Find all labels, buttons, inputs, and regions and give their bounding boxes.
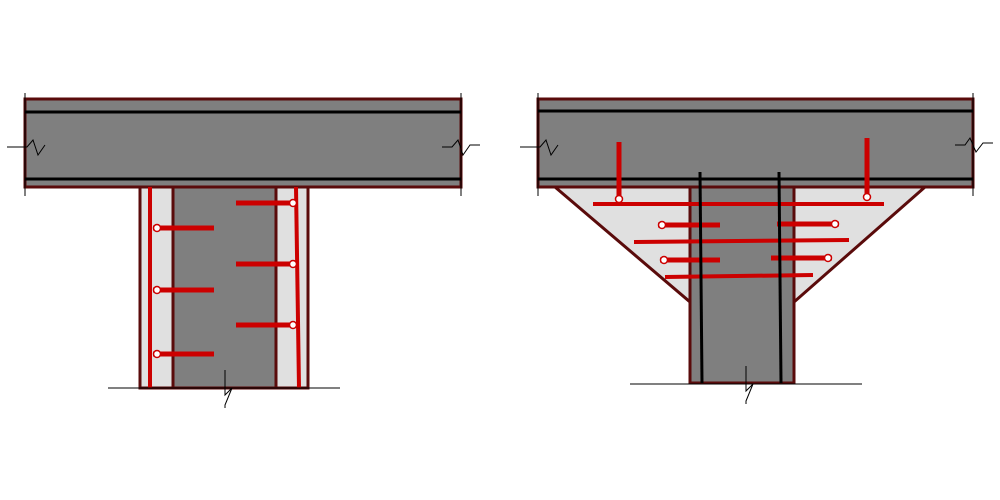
right-beam-break-symbol-right (955, 136, 993, 153)
right-joint-haunch (520, 93, 993, 404)
haunch-bar-3 (664, 273, 814, 279)
left-beam-break-symbol-left (7, 139, 46, 157)
right-beam-break-symbol-left (520, 139, 559, 157)
anchor-head (862, 192, 872, 202)
left-anchors-right-side (236, 198, 298, 330)
anchor-head (152, 349, 162, 359)
anchor-head (659, 255, 669, 265)
left-joint-jacketed-column (7, 93, 480, 408)
anchor-head (152, 223, 162, 233)
anchor-head (614, 194, 624, 204)
anchor-head (657, 220, 667, 230)
anchor-head (288, 320, 298, 330)
column-longitudinal-bar-left (698, 171, 704, 384)
left-jacket-bar-right (294, 186, 301, 389)
anchor-head (288, 198, 298, 208)
anchor-head (288, 259, 298, 269)
haunch-bar-2 (633, 238, 850, 244)
right-column-break-symbol (745, 366, 754, 404)
right-column-core (688, 185, 796, 385)
left-beam-break-symbol-right (442, 139, 480, 157)
anchor-head (152, 285, 162, 295)
left-anchors-left-side (152, 223, 214, 359)
left-beam (23, 97, 463, 189)
left-column-break-symbol (224, 370, 233, 408)
anchor-head (830, 219, 840, 229)
anchor-head (823, 253, 833, 263)
column-longitudinal-bar-right (777, 171, 783, 384)
